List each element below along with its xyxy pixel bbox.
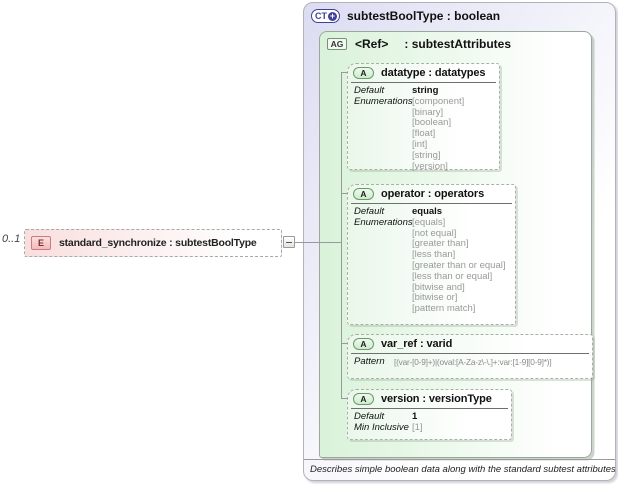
complex-type-title: subtestBoolType : boolean bbox=[347, 9, 501, 23]
multiplicity-label: 0..1 bbox=[2, 233, 21, 245]
facet-label: Enumerations bbox=[354, 95, 413, 107]
minus-icon bbox=[286, 241, 292, 243]
attribute-label: operator : operators bbox=[381, 188, 485, 200]
facet-label: Default bbox=[354, 411, 385, 422]
facet-label: Pattern bbox=[354, 356, 385, 367]
facet-value: [bitwise or] bbox=[412, 292, 458, 304]
facet-value: [greater than or equal] bbox=[412, 259, 506, 271]
facet-row: Min Inclusive[1] bbox=[354, 421, 508, 434]
facet-value: equals bbox=[412, 206, 443, 217]
facet-label: Default bbox=[354, 85, 385, 96]
facet-value: [less than or equal] bbox=[412, 270, 493, 282]
attribute-badge-icon: A bbox=[353, 67, 374, 79]
facet-values: [1] bbox=[412, 421, 423, 434]
element-box-standard-synchronize[interactable]: E standard_synchronize : subtestBoolType bbox=[24, 229, 282, 257]
facet-value: [component] bbox=[412, 95, 465, 107]
connector-stub-datatype bbox=[341, 72, 348, 73]
facet-value: [bitwise and] bbox=[412, 281, 465, 293]
facet-row: Enumerations[component][binary][boolean]… bbox=[354, 95, 496, 173]
facet-value: [binary] bbox=[412, 106, 444, 118]
collapse-toggle[interactable] bbox=[283, 236, 295, 248]
attribute-label: datatype : datatypes bbox=[381, 67, 486, 79]
annotation-text: Describes simple boolean data along with… bbox=[304, 459, 615, 480]
facet-value: [not equal] bbox=[412, 227, 457, 239]
connector-element-to-type bbox=[295, 242, 341, 243]
attribute-badge-icon: A bbox=[353, 188, 374, 200]
facet-values: [(var-[0-9]+)|(oval:[A-Za-z\-\.]+:var:[1… bbox=[394, 357, 552, 368]
attribute-badge-icon: A bbox=[353, 338, 374, 350]
facet-value: string bbox=[412, 85, 439, 96]
header-separator bbox=[351, 82, 496, 83]
facet-values: [component][binary][boolean][float][int]… bbox=[412, 95, 465, 173]
header-separator bbox=[351, 353, 589, 354]
ct-badge-label: CT bbox=[315, 11, 327, 21]
complex-type-header[interactable]: CT + subtestBoolType : boolean bbox=[304, 3, 615, 27]
header-separator bbox=[351, 203, 512, 204]
element-badge-icon: E bbox=[31, 236, 51, 250]
facet-label: Min Inclusive bbox=[354, 421, 409, 433]
facet-value: [1] bbox=[412, 421, 423, 433]
facet-value: [version] bbox=[412, 160, 448, 172]
facet-row: Enumerations[equals][not equal][greater … bbox=[354, 216, 512, 315]
connector-trunk bbox=[341, 72, 342, 399]
connector-stub-version bbox=[341, 398, 348, 399]
attribute-label: var_ref : varid bbox=[381, 338, 453, 350]
attribute-label: version : versionType bbox=[381, 393, 492, 405]
connector-stub-var-ref bbox=[341, 343, 348, 344]
attribute-badge-icon: A bbox=[353, 393, 374, 405]
facet-value: [pattern match] bbox=[412, 303, 476, 315]
facet-value: [greater than] bbox=[412, 238, 469, 250]
facet-values: 1 bbox=[412, 411, 418, 423]
complex-type-panel: CT + subtestBoolType : boolean AG <Ref> … bbox=[303, 2, 616, 481]
facet-value: 1 bbox=[412, 411, 418, 422]
facet-values: equals bbox=[412, 206, 443, 218]
facet-values: [equals][not equal][greater than][less t… bbox=[412, 216, 506, 315]
facets-table: Pattern [(var-[0-9]+)|(oval:[A-Za-z\-\.]+… bbox=[348, 356, 592, 370]
attribute-group-badge: AG bbox=[327, 38, 347, 50]
facet-row: Default 1 bbox=[354, 411, 508, 423]
facet-value: [equals] bbox=[412, 216, 446, 228]
facet-value: [int] bbox=[412, 138, 428, 150]
facet-value: [(var-[0-9]+)|(oval:[A-Za-z\-\.]+:var:[1… bbox=[394, 357, 552, 367]
facet-value: [string] bbox=[412, 149, 441, 161]
attribute-group-ref: <Ref> bbox=[355, 37, 389, 51]
plus-icon: + bbox=[328, 11, 337, 21]
facet-label: Enumerations bbox=[354, 216, 413, 228]
header-separator bbox=[351, 408, 508, 409]
facet-row: Default equals bbox=[354, 206, 512, 218]
facet-row: Pattern [(var-[0-9]+)|(oval:[A-Za-z\-\.]+… bbox=[354, 356, 589, 368]
element-label: standard_synchronize : subtestBoolType bbox=[59, 237, 257, 249]
connector-stub-operator bbox=[341, 193, 348, 194]
attribute-group-name: : subtestAttributes bbox=[404, 37, 512, 51]
attribute-group-header: AG <Ref> : subtestAttributes bbox=[320, 32, 591, 54]
complex-type-badge: CT + bbox=[311, 9, 340, 23]
facet-row: Default string bbox=[354, 85, 496, 97]
facet-values: string bbox=[412, 85, 439, 97]
facet-value: [float] bbox=[412, 128, 436, 140]
facet-label: Default bbox=[354, 206, 385, 217]
facet-value: [less than] bbox=[412, 249, 456, 261]
facet-value: [boolean] bbox=[412, 117, 452, 129]
